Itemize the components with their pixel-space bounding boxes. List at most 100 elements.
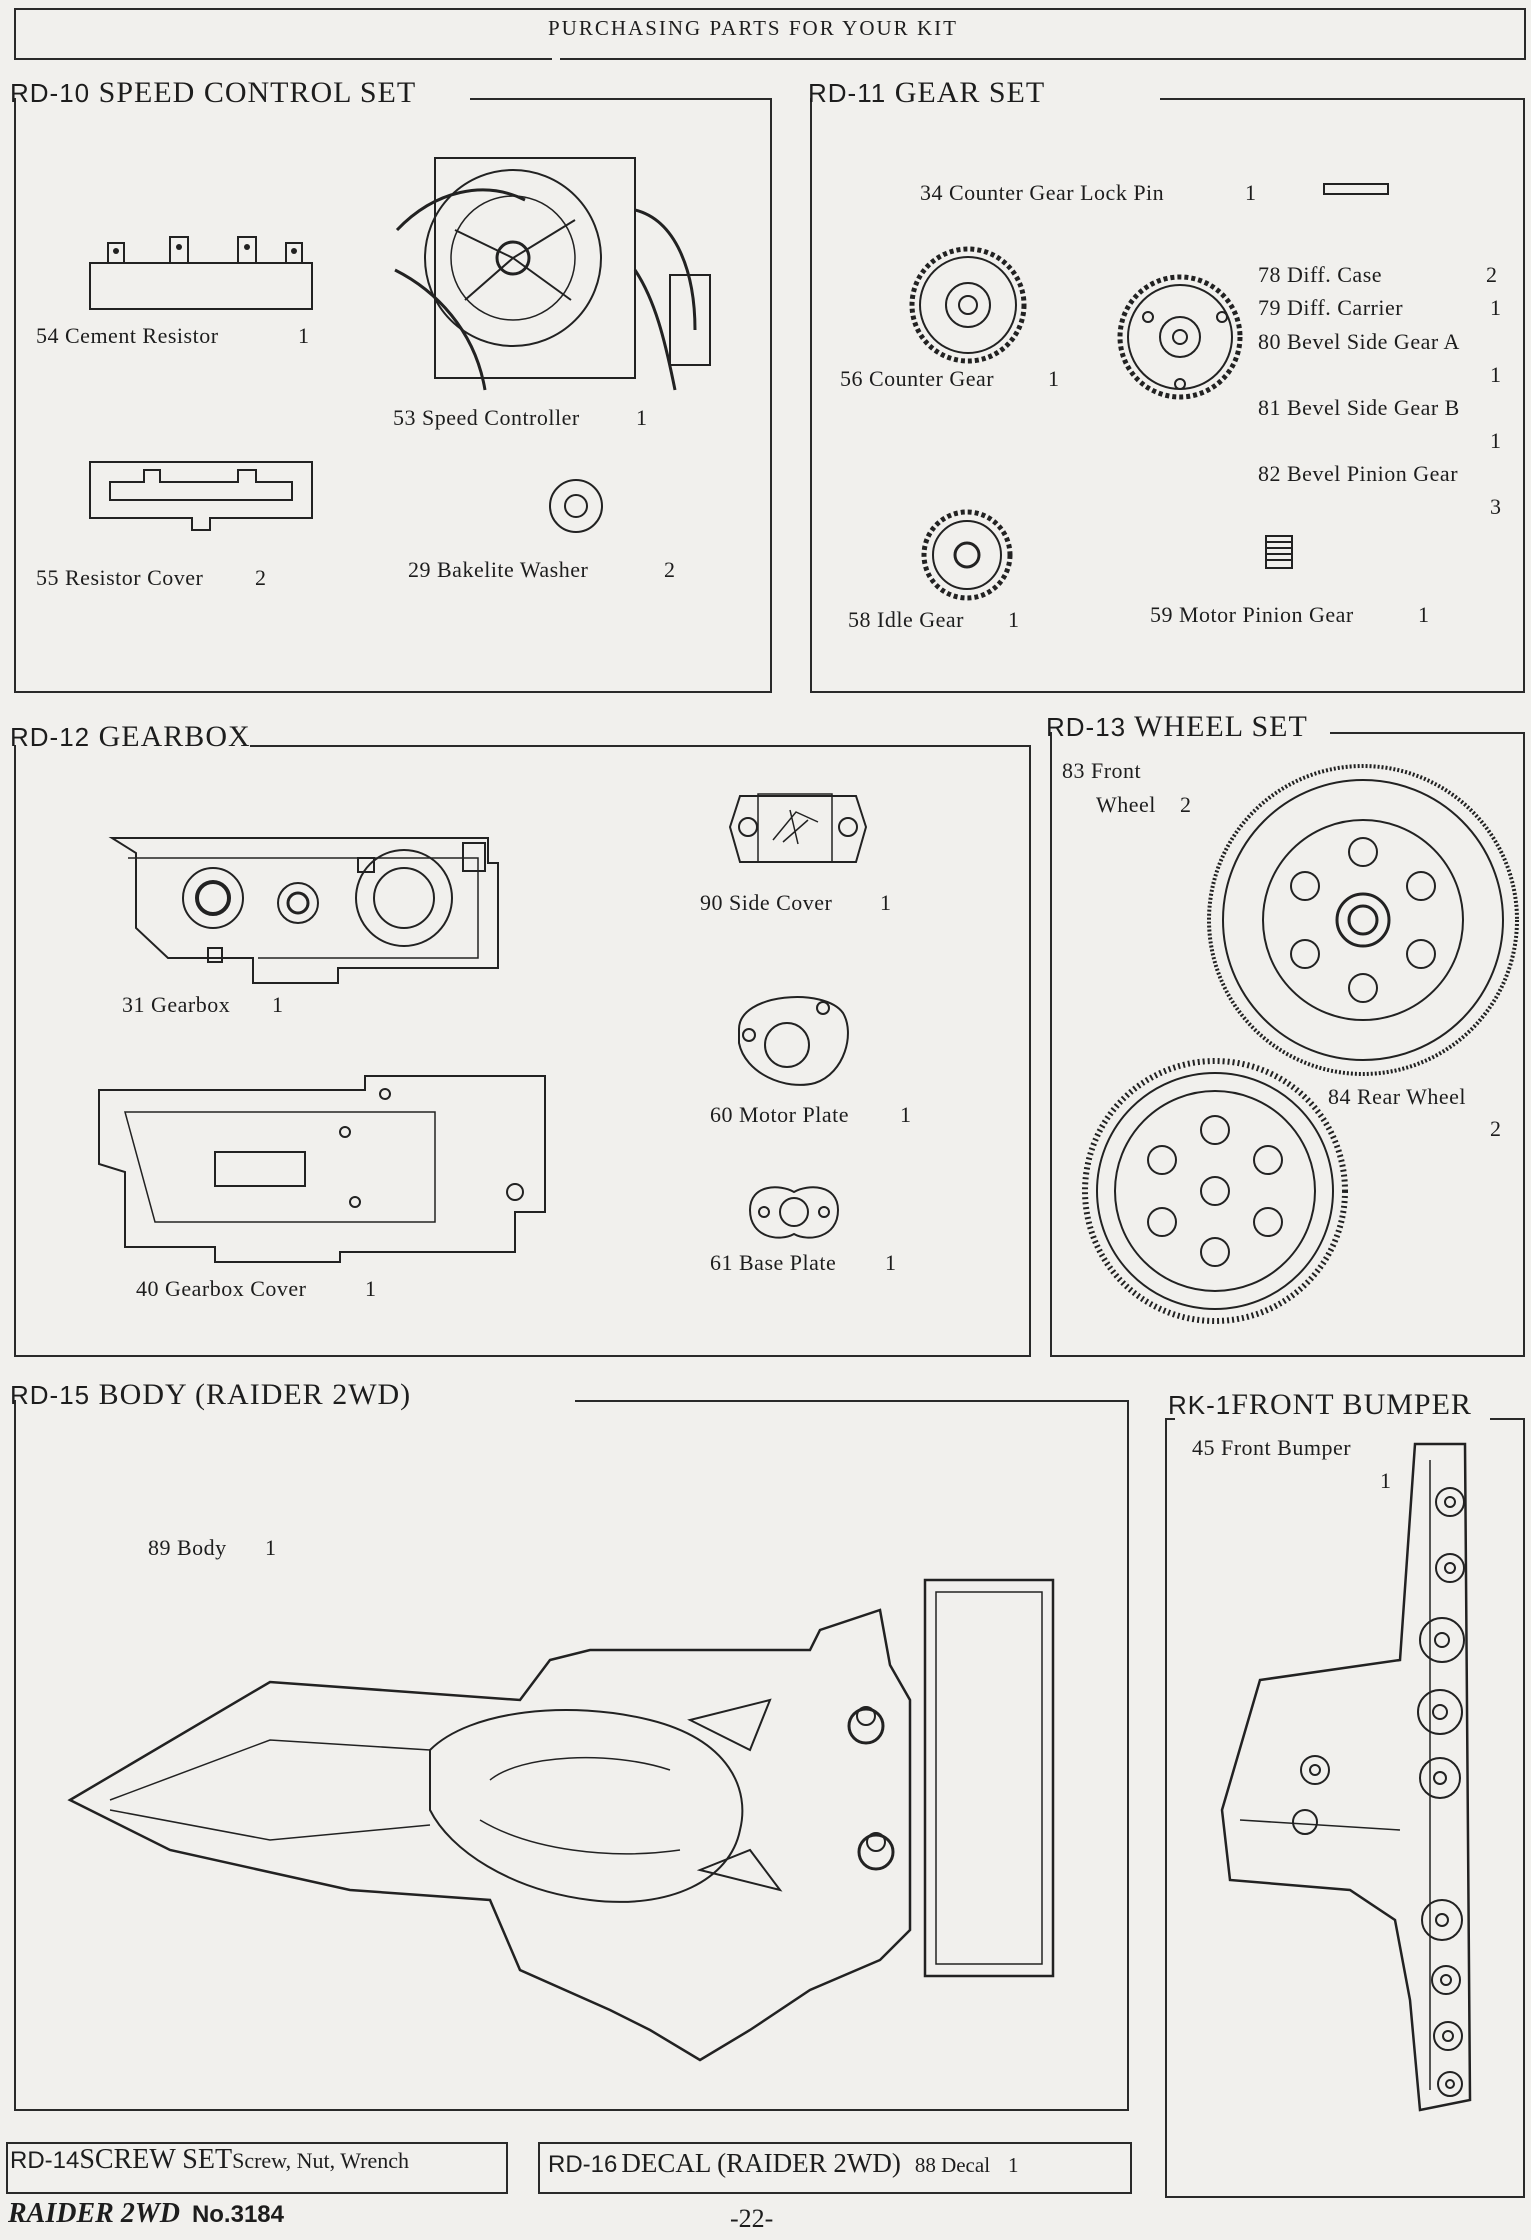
rd12-part-31-label: 31 Gearbox (122, 992, 231, 1017)
rd10-title: RD-10 SPEED CONTROL SET (10, 76, 416, 110)
rd12-part-90-label: 90 Side Cover (700, 890, 833, 915)
rd13-name: WHEEL SET (1134, 710, 1308, 743)
rd13-top-rule (1330, 732, 1525, 734)
rd10-part-55-qty: 2 (255, 565, 266, 590)
rd11-part-82-qty: 3 (1490, 494, 1501, 519)
footer-brand: RAIDER 2WD (8, 2198, 180, 2229)
rd11-part-80-qty: 1 (1490, 362, 1501, 387)
side-cover-drawing (728, 782, 868, 872)
rd14-title: RD-14SCREW SETScrew, Nut, Wrench (10, 2144, 409, 2176)
rd11-part-56-qty: 1 (1048, 366, 1059, 391)
rd11-name: GEAR SET (894, 76, 1046, 109)
rd13-part-84-qty: 2 (1490, 1116, 1501, 1141)
rd11-title: RD-11 GEAR SET (808, 76, 1045, 110)
rd16-part: 88 Decal (914, 2153, 991, 2177)
front-wheel-drawing (1205, 762, 1525, 1082)
rk1-part-45-label: 45 Front Bumper (1192, 1435, 1352, 1460)
rd13-part-83-label-line1: 83 Front (1062, 758, 1142, 783)
rd15-code: RD-15 (10, 1380, 91, 1410)
rd15-part-89-label: 89 Body (148, 1535, 227, 1560)
rk1-code: RK-1 (1168, 1390, 1232, 1420)
rd16-title: RD-16 DECAL (RAIDER 2WD) 88 Decal 1 (548, 2148, 1019, 2179)
motor-plate-drawing (725, 983, 855, 1093)
rd11-part-56-label: 56 Counter Gear (840, 366, 995, 391)
rk1-title: RK-1FRONT BUMPER (1168, 1388, 1472, 1422)
front-bumper-drawing (1210, 1440, 1500, 2120)
rk1-frame (1165, 1418, 1525, 2198)
rd10-name: SPEED CONTROL SET (98, 76, 417, 109)
cement-resistor-drawing (88, 215, 318, 315)
counter-gear-drawing (908, 245, 1028, 365)
rd11-part-34-label: 34 Counter Gear Lock Pin (920, 180, 1165, 205)
rd13-title: RD-13 WHEEL SET (1046, 710, 1308, 744)
rd15-name: BODY (RAIDER 2WD) (98, 1378, 412, 1411)
rd14-frame (6, 2142, 508, 2194)
rd16-qty: 1 (1008, 2153, 1019, 2177)
diff-gear-drawing (1115, 272, 1245, 402)
rd12-part-40-label: 40 Gearbox Cover (136, 1276, 307, 1301)
rk1-name: FRONT BUMPER (1231, 1388, 1472, 1421)
rd13-frame (1050, 732, 1525, 1357)
bakelite-washer-drawing (548, 478, 608, 538)
rd12-part-90-qty: 1 (880, 890, 891, 915)
rd15-title: RD-15 BODY (RAIDER 2WD) (10, 1378, 411, 1412)
rd10-frame (14, 98, 772, 693)
header-title: PURCHASING PARTS FOR YOUR KIT (548, 16, 958, 40)
speed-controller-drawing (395, 150, 725, 400)
rd15-top-rule (575, 1400, 1129, 1402)
gearbox-drawing (108, 808, 498, 988)
rd16-name: DECAL (RAIDER 2WD) (621, 2148, 901, 2178)
rd13-part-83-label-line2: Wheel (1096, 792, 1156, 817)
rd15-part-89-qty: 1 (265, 1535, 276, 1560)
rd13-part-84-label: 84 Rear Wheel (1328, 1084, 1467, 1109)
footer-model: No.3184 (191, 2201, 284, 2228)
rd11-part-80-label: 80 Bevel Side Gear A (1258, 329, 1460, 354)
rd11-part-34-qty: 1 (1245, 180, 1256, 205)
rd14-name: SCREW SET (79, 2144, 233, 2175)
rd10-code: RD-10 (10, 78, 91, 108)
rd11-part-59-label: 59 Motor Pinion Gear (1150, 602, 1354, 627)
rd12-frame (14, 745, 1031, 1357)
rd11-part-79-qty: 1 (1490, 295, 1501, 320)
rk1-top-rule-right (1490, 1418, 1525, 1420)
header-rule-left (14, 58, 552, 60)
rd13-part-83-qty: 2 (1180, 792, 1191, 817)
rd11-part-78-label: 78 Diff. Case (1258, 262, 1383, 287)
rd15-frame (14, 1400, 1129, 2111)
rd11-part-79-label: 79 Diff. Carrier (1258, 295, 1404, 320)
rd16-code: RD-16 (548, 2151, 618, 2178)
idle-gear-drawing (920, 508, 1014, 602)
rd10-part-55-label: 55 Resistor Cover (36, 565, 204, 590)
rd12-part-61-qty: 1 (885, 1250, 896, 1275)
rd12-part-40-qty: 1 (365, 1276, 376, 1301)
rd11-top-rule (1160, 98, 1525, 100)
rd11-part-78-qty: 2 (1486, 262, 1497, 287)
header-rule-right (560, 58, 1526, 60)
rear-wheel-drawing (1082, 1058, 1352, 1328)
rd11-part-82-label: 82 Bevel Pinion Gear (1258, 461, 1459, 486)
rd11-frame (810, 98, 1525, 693)
motor-pinion-drawing (1262, 532, 1302, 576)
body-shell-drawing (50, 1550, 1070, 2090)
rd13-code: RD-13 (1046, 712, 1127, 742)
rd14-desc: Screw, Nut, Wrench (232, 2148, 409, 2173)
page-number: -22- (730, 2204, 774, 2233)
rk1-top-rule (1165, 1418, 1175, 1420)
rd11-part-81-qty: 1 (1490, 428, 1501, 453)
rd10-part-53-label: 53 Speed Controller (393, 405, 580, 430)
gearbox-cover-drawing (95, 1072, 545, 1267)
rd10-top-rule (470, 98, 772, 100)
lock-pin-drawing (1322, 180, 1392, 200)
rd16-frame (538, 2142, 1132, 2194)
rk1-part-45-qty: 1 (1380, 1468, 1391, 1493)
rd10-part-29-label: 29 Bakelite Washer (408, 557, 589, 582)
rd12-part-31-qty: 1 (272, 992, 283, 1017)
rd12-part-60-qty: 1 (900, 1102, 911, 1127)
header-frame (14, 8, 1526, 60)
base-plate-drawing (730, 1180, 860, 1250)
rd12-top-rule (250, 745, 1031, 747)
resistor-cover-drawing (88, 458, 318, 538)
rd12-part-60-label: 60 Motor Plate (710, 1102, 849, 1127)
rd11-part-58-qty: 1 (1008, 607, 1019, 632)
rd11-part-58-label: 58 Idle Gear (848, 607, 964, 632)
